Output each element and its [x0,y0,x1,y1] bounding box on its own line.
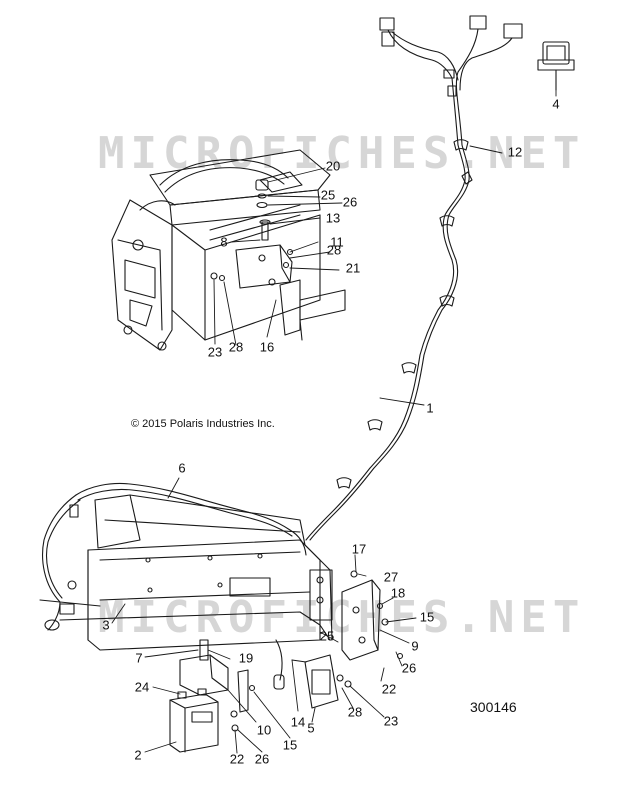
callout-label: 7 [135,650,143,666]
rod-14 [273,639,307,690]
callout-label: 5 [307,720,315,736]
harness-connector-cluster [379,15,523,146]
callout-label: 21 [345,260,361,276]
engine-frame-assembly [111,149,346,351]
callout-label: 28 [326,242,342,258]
callout-label: 9 [411,638,419,654]
callout-label: 22 [381,681,397,697]
callout-label: 23 [383,713,399,729]
small-hardware-top [210,248,294,282]
terminal-plug-left [44,580,77,631]
callout-label: 14 [290,714,306,730]
callout-label: 26 [254,751,270,767]
callout-label: 27 [383,569,399,585]
side-bracket-right [341,570,404,661]
callout-label: 24 [134,679,150,695]
callout-label: 15 [282,737,298,753]
callout-label: 15 [419,609,435,625]
callout-label: 26 [342,194,358,210]
main-wire-harness [305,139,473,541]
callout-label: 22 [229,751,245,767]
mounting-bracket-top [235,244,301,336]
callout-label: 12 [507,144,523,160]
callout-label: 28 [347,704,363,720]
callout-label: 3 [102,617,110,633]
callout-label: 23 [207,344,223,360]
callout-label: 28 [228,339,244,355]
callout-label: 26 [401,660,417,676]
callout-label: 8 [220,234,228,250]
leader-lines [111,71,557,754]
callout-label: 18 [390,585,406,601]
callout-label: 10 [256,722,272,738]
callout-label: 1 [426,400,434,416]
callout-label: 19 [238,650,254,666]
copyright-notice: © 2015 Polaris Industries Inc. [131,418,275,430]
callout-label: 16 [259,339,275,355]
callout-label: 4 [552,96,560,112]
callout-label: 25 [320,187,336,203]
electrical-module [304,654,352,709]
callout-label: 25 [319,628,335,644]
figure-number: 300146 [470,699,517,715]
callout-label: 6 [178,460,186,476]
callout-label: 17 [351,541,367,557]
bolt-stack [255,179,271,241]
battery-tray-assembly [39,494,333,651]
callout-label: 20 [325,158,341,174]
callout-label: 11 [330,234,344,250]
battery [169,688,219,753]
callout-label: 2 [134,747,142,763]
callout-label: 13 [325,210,341,226]
watermark-bottom: MICROFICHES.NET [98,592,586,643]
